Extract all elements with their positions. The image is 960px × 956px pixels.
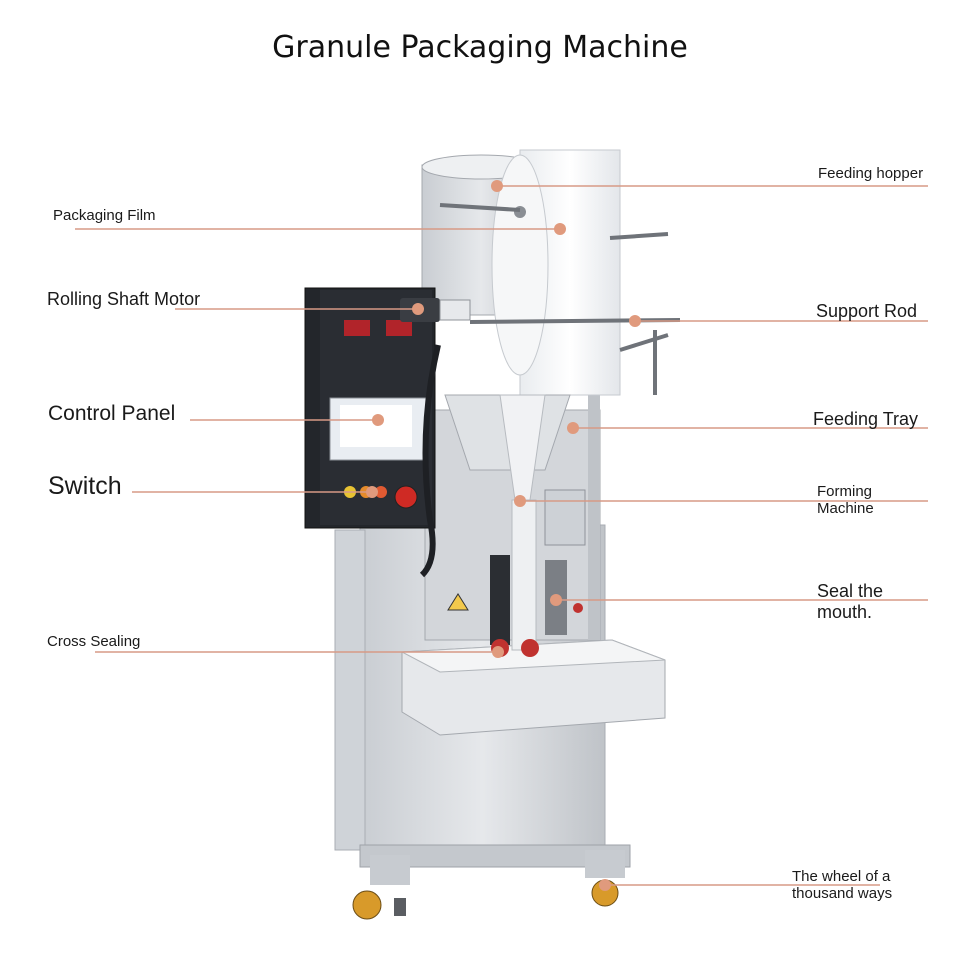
label-cross-sealing: Cross Sealing — [47, 633, 141, 650]
label-wheel: The wheel of a thousand ways — [792, 868, 892, 903]
dot-switch — [366, 486, 378, 498]
dot-control-panel — [372, 414, 384, 426]
label-feeding-hopper: Feeding hopper — [818, 165, 924, 182]
label-seal-mouth-line2: mouth. — [817, 601, 873, 622]
dot-packaging-film — [554, 223, 566, 235]
label-feeding-tray: Feeding Tray — [813, 409, 919, 429]
dot-seal-mouth — [550, 594, 562, 606]
label-wheel-line1: The wheel of a — [792, 868, 891, 885]
label-support-rod: Support Rod — [816, 301, 918, 321]
dot-cross-sealing — [492, 646, 504, 658]
dot-wheel — [599, 879, 611, 891]
diagram-title: Granule Packaging Machine — [272, 30, 688, 65]
dot-rolling-shaft-motor — [412, 303, 424, 315]
sealing-mechanism — [447, 489, 586, 657]
dot-forming-machine — [514, 495, 526, 507]
dot-feeding-hopper — [491, 180, 503, 192]
label-forming-machine-line2: Machine — [817, 500, 874, 518]
label-seal-mouth: Seal the mouth. — [817, 581, 883, 622]
label-forming-machine: Forming Machine — [817, 483, 874, 518]
label-control-panel: Control Panel — [48, 402, 176, 425]
label-switch: Switch — [48, 472, 122, 500]
dot-feeding-tray — [567, 422, 579, 434]
dot-support-rod — [629, 315, 641, 327]
label-seal-mouth-line1: Seal the — [817, 581, 884, 601]
label-wheel-line2: thousand ways — [792, 885, 893, 903]
label-rolling-shaft-motor: Rolling Shaft Motor — [47, 289, 201, 309]
leader-lines — [75, 180, 928, 891]
wheels — [352, 850, 625, 920]
label-packaging-film: Packaging Film — [53, 207, 156, 224]
label-forming-machine-line1: Forming — [817, 483, 873, 500]
feeding-tray-shape — [444, 394, 571, 651]
